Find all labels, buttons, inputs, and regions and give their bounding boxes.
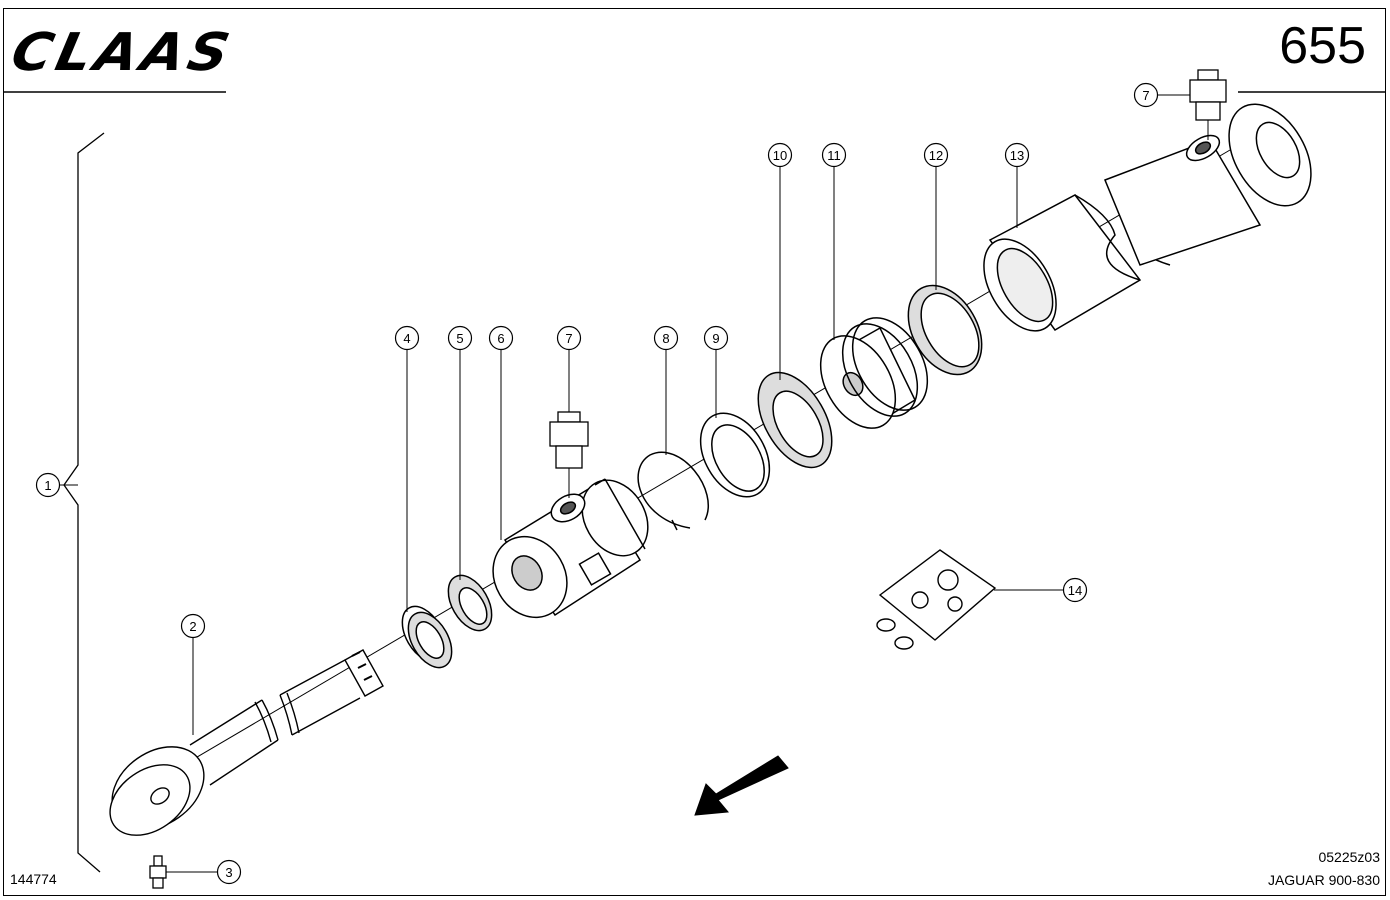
- piston-rod-part: [109, 649, 384, 836]
- callout-label: 14: [1068, 583, 1082, 598]
- callout-label: 6: [497, 331, 504, 346]
- callout-c1: 1: [35, 472, 61, 498]
- grease-nipple-part: [149, 855, 167, 889]
- callout-c9: 9: [703, 325, 729, 351]
- reference-code: 05225z03: [1318, 849, 1380, 865]
- hydraulic-fitting-part-a: [549, 411, 589, 498]
- drawing-frame: [3, 8, 1386, 896]
- callout-circle: [653, 325, 679, 351]
- piston-part: [819, 317, 929, 429]
- callout-label: 1: [44, 478, 51, 493]
- callout-c6: 6: [488, 325, 514, 351]
- callout-label: 7: [1142, 88, 1149, 103]
- callout-c7a: 7: [556, 325, 582, 351]
- callout-circle: [821, 142, 847, 168]
- callout-c5: 5: [447, 325, 473, 351]
- snap-ring-part: [637, 451, 709, 529]
- seal-kit-part: [876, 549, 997, 650]
- callout-label: 7: [565, 331, 572, 346]
- callout-circle: [216, 859, 242, 885]
- callout-label: 5: [456, 331, 463, 346]
- callout-circle: [1133, 82, 1159, 108]
- callout-c13: 13: [1004, 142, 1030, 168]
- direction-arrow: [694, 755, 789, 816]
- callout-c4: 4: [394, 325, 420, 351]
- callout-c14: 14: [1062, 577, 1088, 603]
- callout-label: 2: [189, 619, 196, 634]
- cylinder-tube-part: [983, 103, 1312, 332]
- callout-c7b: 7: [1133, 82, 1159, 108]
- machine-model: JAGUAR 900-830: [1267, 872, 1380, 888]
- callout-label: 11: [827, 148, 841, 163]
- callout-circle: [1062, 577, 1088, 603]
- callout-label: 12: [929, 148, 943, 163]
- callout-label: 13: [1010, 148, 1024, 163]
- callout-circle: [1004, 142, 1030, 168]
- callout-circle: [35, 472, 61, 498]
- callout-label: 3: [225, 865, 232, 880]
- callout-leaders: [60, 94, 1190, 873]
- drawing-id: 144774: [10, 871, 57, 887]
- callout-circle: [447, 325, 473, 351]
- callout-c10: 10: [767, 142, 793, 168]
- rod-seal-part: [447, 574, 493, 632]
- callout-circle: [180, 613, 206, 639]
- page-number: 655: [1279, 17, 1366, 75]
- hydraulic-fitting-part-b: [1189, 69, 1227, 140]
- callout-c3: 3: [216, 859, 242, 885]
- cylinder-head-part: [492, 478, 649, 619]
- piston-seal-part: [757, 371, 833, 469]
- assembly-bracket: [63, 132, 105, 873]
- callout-c2: 2: [180, 613, 206, 639]
- callout-circle: [703, 325, 729, 351]
- guide-ring-part: [699, 412, 771, 498]
- callout-circle: [394, 325, 420, 351]
- callout-c11: 11: [821, 142, 847, 168]
- wiper-ring-part: [401, 605, 453, 669]
- callout-c12: 12: [923, 142, 949, 168]
- callout-label: 4: [403, 331, 410, 346]
- callout-circle: [488, 325, 514, 351]
- callout-label: 9: [712, 331, 719, 346]
- callout-circle: [556, 325, 582, 351]
- callout-label: 10: [773, 148, 787, 163]
- callout-c8: 8: [653, 325, 679, 351]
- snap-ring-gap: [671, 519, 678, 531]
- callout-label: 8: [662, 331, 669, 346]
- wear-ring-part: [907, 284, 983, 376]
- callout-circle: [923, 142, 949, 168]
- callout-circle: [767, 142, 793, 168]
